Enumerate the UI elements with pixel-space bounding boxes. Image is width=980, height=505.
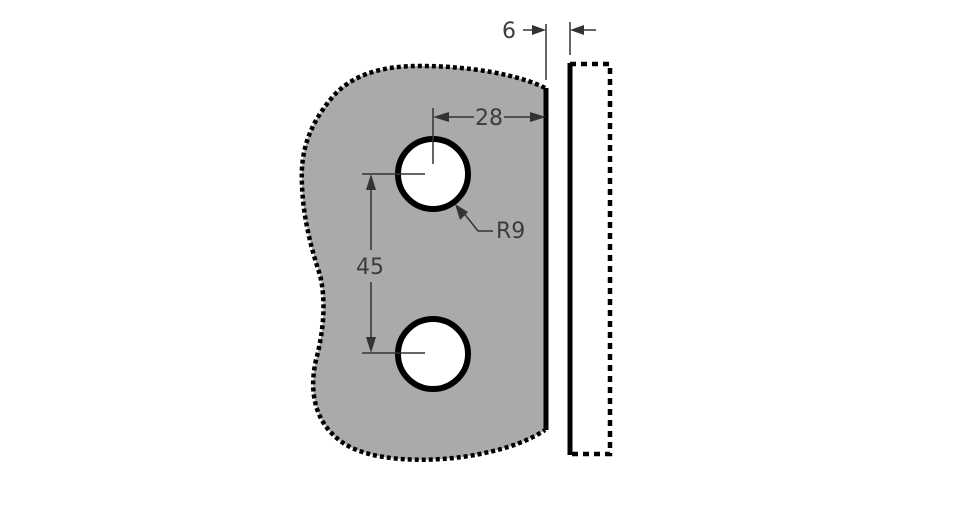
offset-dimension-label: 28 — [475, 106, 503, 131]
spacing-dimension-label: 45 — [356, 255, 384, 280]
part-plate — [301, 66, 545, 460]
radius-label: R9 — [496, 219, 525, 244]
offset-arrow-right — [530, 112, 546, 122]
spacing-arrow-top — [366, 174, 376, 190]
radius-leader-line — [462, 211, 493, 232]
offset-arrow-left — [433, 112, 449, 122]
gap-arrow-right — [570, 25, 584, 35]
spacing-arrow-bottom — [366, 337, 376, 353]
gap-arrow-left — [532, 25, 546, 35]
lower-hole — [395, 316, 471, 392]
mating-part-dashed-outline — [570, 61, 613, 457]
gap-dimension-label: 6 — [502, 19, 516, 44]
radius-arrow — [455, 204, 468, 220]
